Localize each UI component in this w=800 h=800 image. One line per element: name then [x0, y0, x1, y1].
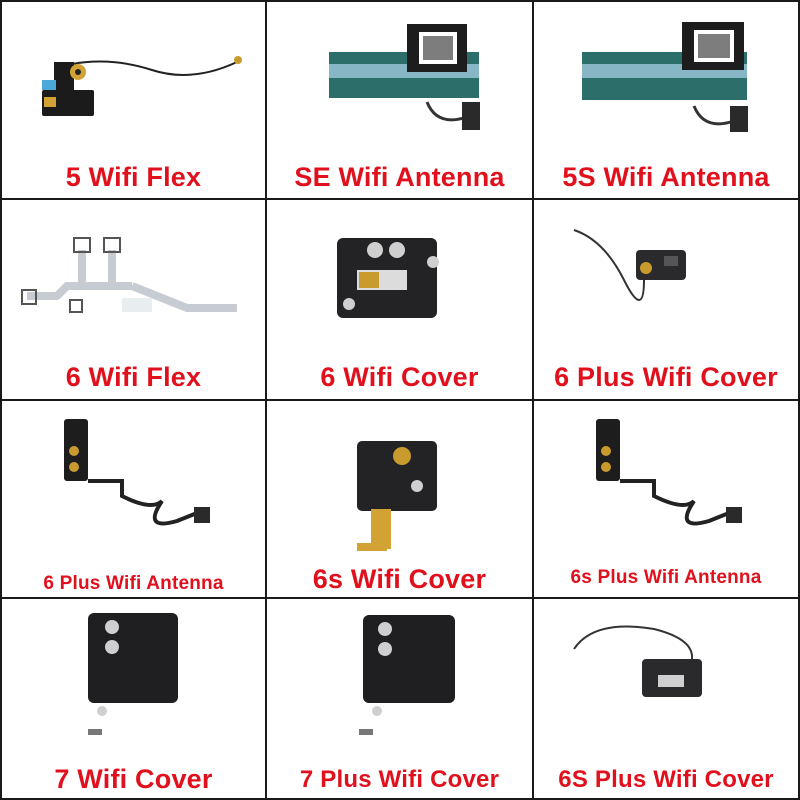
wifi-antenna-image [329, 24, 480, 130]
panel-label: 7 Plus Wifi Cover [299, 766, 500, 793]
wifi-cover-bracket-image [337, 238, 439, 318]
panel-label: 6 Wifi Flex [65, 362, 202, 392]
wifi-cover-plate-image [88, 613, 178, 735]
panel-se-wifi-antenna: SE Wifi Antenna [267, 2, 534, 200]
wifi-flex-cable-image [21, 237, 237, 313]
panel-6-plus-wifi-cover: 6 Plus Wifi Cover [534, 200, 798, 401]
panel-label: 5S Wifi Antenna [562, 162, 770, 192]
wifi-cover-cable-image [573, 229, 686, 301]
panel-label: 7 Wifi Cover [54, 764, 213, 794]
panel-6s-plus-wifi-cover: 6S Plus Wifi Cover [534, 599, 798, 798]
panel-6s-plus-wifi-antenna: 6s Plus Wifi Antenna [534, 401, 798, 599]
panel-label: 6 Plus Wifi Cover [554, 362, 778, 392]
wifi-cover-plate-image [359, 615, 455, 735]
panel-7-plus-wifi-cover: 7 Plus Wifi Cover [267, 599, 534, 798]
panel-6-plus-wifi-antenna: 6 Plus Wifi Antenna [2, 401, 267, 599]
panel-5-wifi-flex: 5 Wifi Flex [2, 2, 267, 200]
panel-6-wifi-flex: 6 Wifi Flex [2, 200, 267, 401]
panel-label: 6 Wifi Cover [320, 362, 479, 392]
panel-5s-wifi-antenna: 5S Wifi Antenna [534, 2, 798, 200]
wifi-cover-bracket-image [357, 441, 437, 551]
panel-label: 6 Plus Wifi Antenna [43, 573, 224, 594]
wifi-antenna-image [64, 419, 210, 526]
panel-label: 6S Plus Wifi Cover [558, 766, 774, 793]
panel-6s-wifi-cover: 6s Wifi Cover [267, 401, 534, 599]
panel-label: 6s Wifi Cover [312, 564, 487, 594]
panel-6-wifi-cover: 6 Wifi Cover [267, 200, 534, 401]
panel-label: 6s Plus Wifi Antenna [570, 567, 762, 588]
panel-label: 5 Wifi Flex [65, 162, 202, 192]
wifi-flex-cable-image [42, 56, 242, 116]
panel-7-wifi-cover: 7 Wifi Cover [2, 599, 267, 798]
panel-label: SE Wifi Antenna [294, 162, 505, 192]
wifi-cover-cable-image [573, 625, 702, 697]
wifi-antenna-image [582, 22, 748, 132]
wifi-antenna-image [596, 419, 742, 526]
